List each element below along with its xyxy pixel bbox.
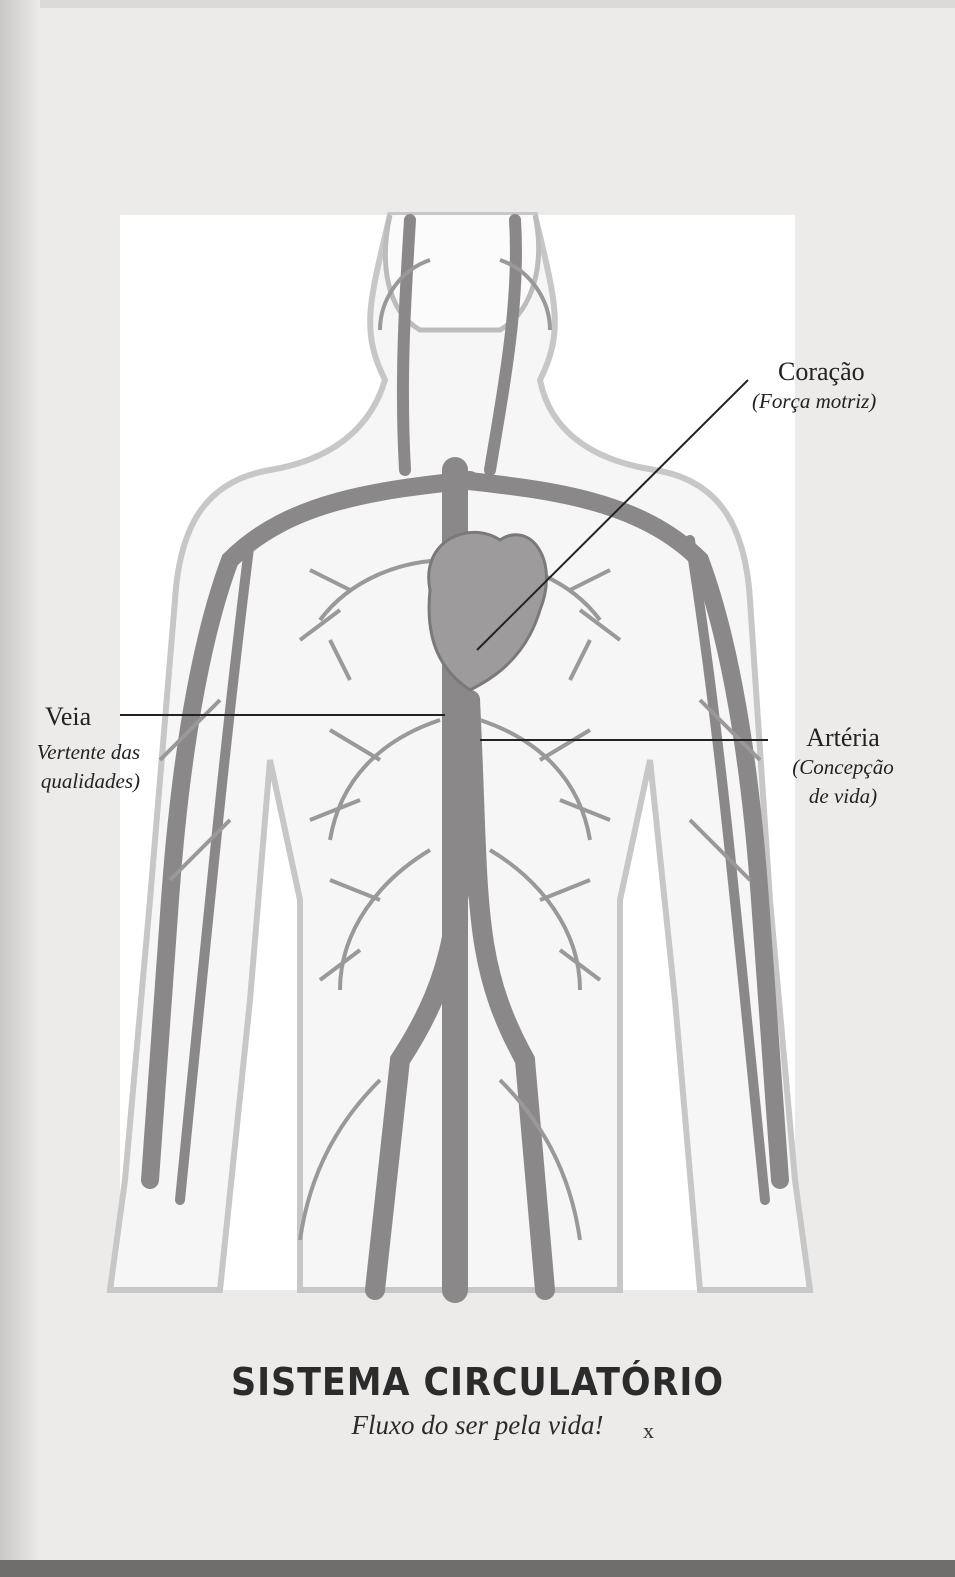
- vein-label-desc-line2: qualidades): [0, 767, 140, 796]
- heart-label-name: Coração: [778, 357, 876, 387]
- artery-label-desc-line2: de vida): [776, 782, 910, 811]
- vein-label-desc: Vertente das qualidades): [0, 738, 140, 796]
- artery-label-desc-line1: (Concepção: [776, 753, 910, 782]
- heart-label: Coração (Força motriz): [778, 357, 876, 416]
- vein-label: Veia: [45, 702, 91, 732]
- caption-subtitle: Fluxo do ser pela vida!: [0, 1410, 955, 1441]
- artery-label-name: Artéria: [776, 723, 910, 753]
- heart-label-desc: (Força motriz): [752, 387, 876, 416]
- vein-label-desc-line1: Vertente das: [0, 738, 140, 767]
- page-bottom-edge: [0, 1560, 955, 1577]
- caption-title: SISTEMA CIRCULATÓRIO: [38, 1360, 917, 1404]
- vein-label-name: Veia: [45, 702, 91, 732]
- artery-label: Artéria (Concepção de vida): [776, 723, 910, 811]
- handwritten-mark: x: [643, 1418, 654, 1444]
